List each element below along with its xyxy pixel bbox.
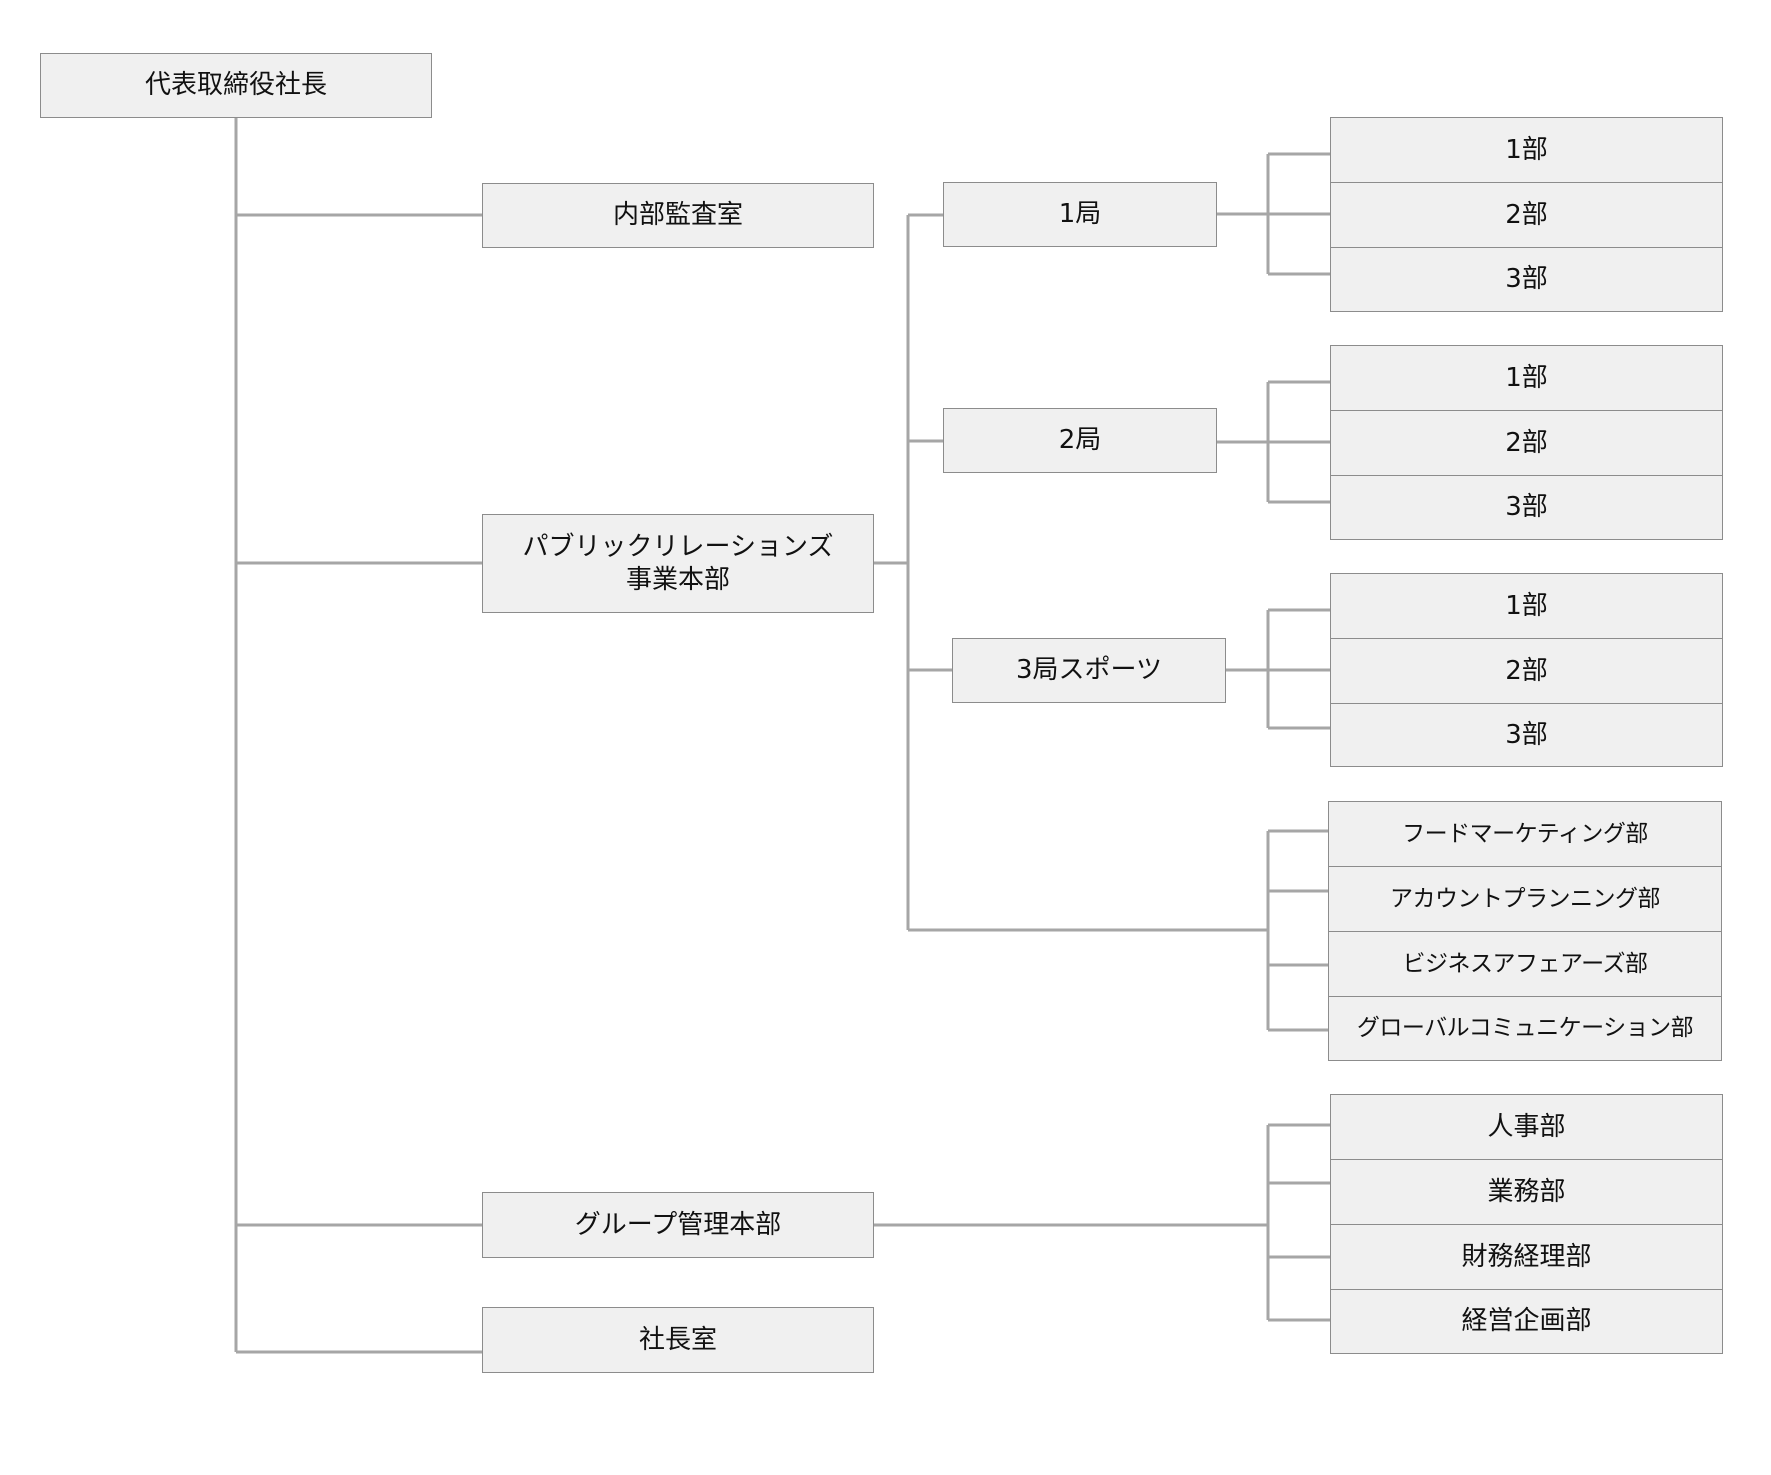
food-marketing-dept: フードマーケティング部	[1328, 801, 1722, 866]
operations-dept: 業務部	[1330, 1159, 1723, 1224]
global-communication-dept: グローバルコミュニケーション部	[1328, 996, 1722, 1061]
bureau-2-dept-3: 3部	[1330, 475, 1723, 540]
group-admin-division-box: グループ管理本部	[482, 1192, 874, 1258]
president-office-box: 社長室	[482, 1307, 874, 1373]
hr-dept: 人事部	[1330, 1094, 1723, 1159]
bureau-3-sports-box: 3局スポーツ	[952, 638, 1226, 703]
bureau-1-dept-3: 3部	[1330, 247, 1723, 312]
internal-audit-office-box: 内部監査室	[482, 183, 874, 248]
president-ceo-box: 代表取締役社長	[40, 53, 432, 118]
bureau-3-dept-2: 2部	[1330, 638, 1723, 703]
business-affairs-dept: ビジネスアフェアーズ部	[1328, 931, 1722, 996]
bureau-2-dept-1: 1部	[1330, 345, 1723, 410]
bureau-3-dept-3: 3部	[1330, 703, 1723, 767]
bureau-3-dept-1: 1部	[1330, 573, 1723, 638]
corporate-planning-dept: 経営企画部	[1330, 1289, 1723, 1354]
bureau-2-dept-2: 2部	[1330, 410, 1723, 475]
bureau-1-dept-2: 2部	[1330, 182, 1723, 247]
bureau-1-dept-1: 1部	[1330, 117, 1723, 182]
pr-division-box: パブリックリレーションズ 事業本部	[482, 514, 874, 613]
bureau-2-box: 2局	[943, 408, 1217, 473]
account-planning-dept: アカウントプランニング部	[1328, 866, 1722, 931]
bureau-1-box: 1局	[943, 182, 1217, 247]
finance-accounting-dept: 財務経理部	[1330, 1224, 1723, 1289]
